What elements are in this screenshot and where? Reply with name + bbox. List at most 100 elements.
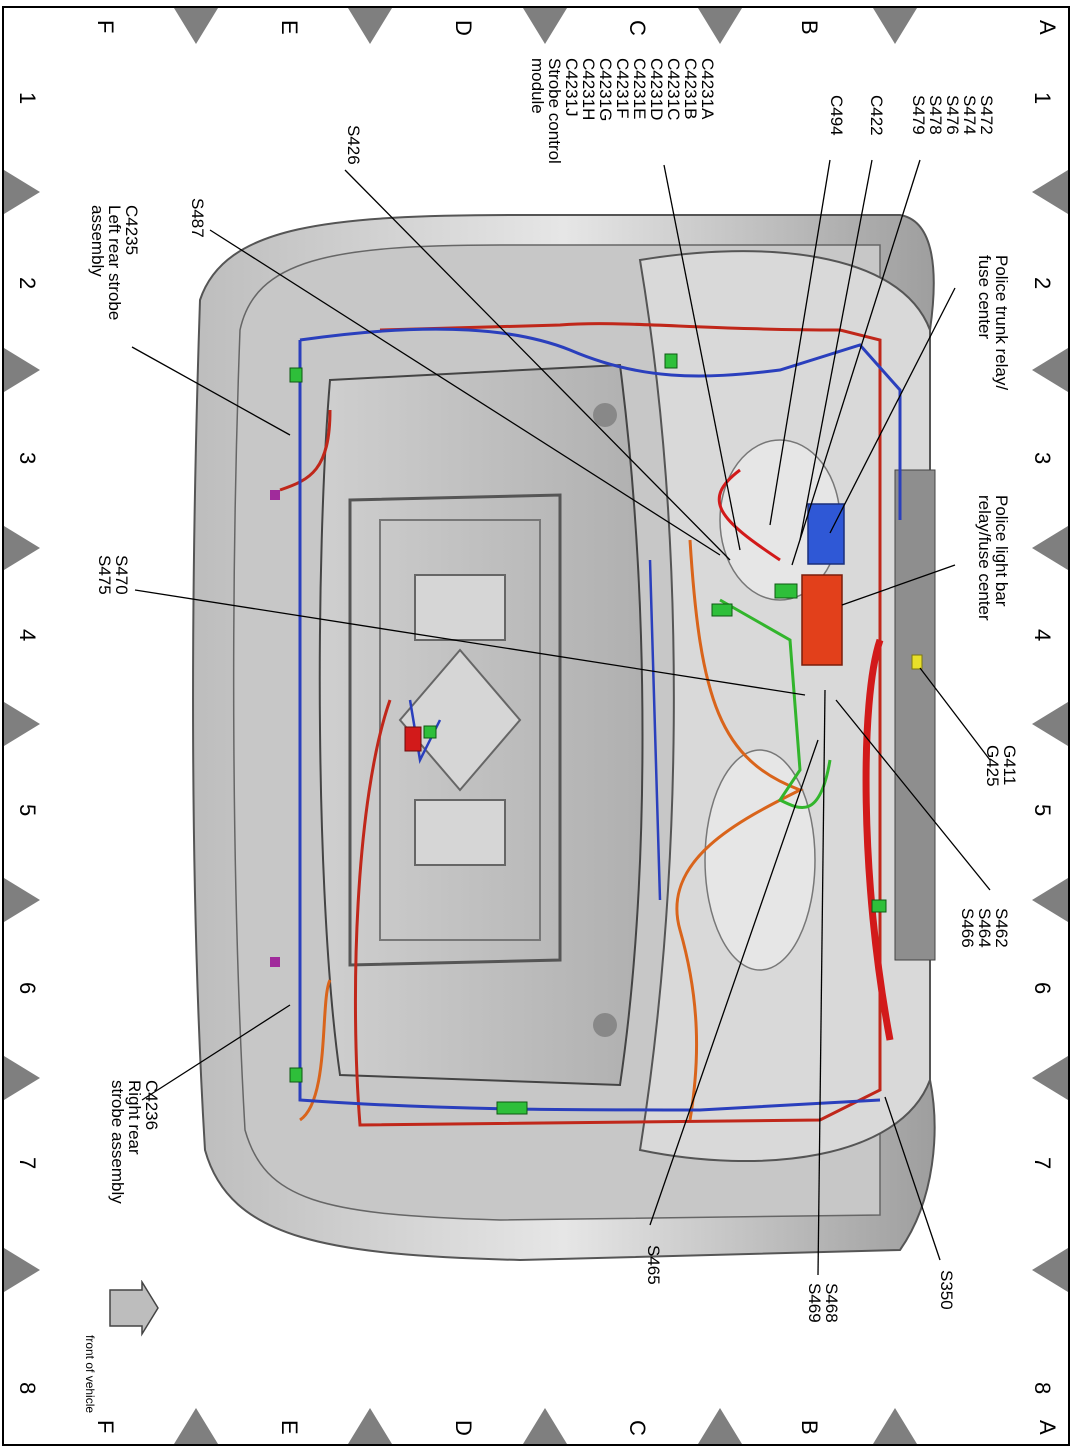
- diagram-border: [2, 6, 1070, 1446]
- grid-col-label: 8: [15, 1382, 40, 1395]
- s470-group-line: S475: [95, 555, 114, 595]
- leader-police-trunk: [829, 287, 956, 534]
- harness-red: [353, 322, 882, 1127]
- c4231-group-line: C4231J: [562, 58, 581, 117]
- c4231-group-line: C4231C: [664, 58, 683, 121]
- police-trunk-line: fuse center: [975, 255, 994, 340]
- label-s426: S426: [344, 125, 363, 165]
- leader-c422: [799, 159, 873, 541]
- grid-col-label: 2: [1030, 277, 1055, 290]
- grid-row-label: C: [625, 20, 650, 36]
- c4231-group-line: C4231F: [613, 58, 632, 119]
- label-police-trunk: Police trunk relay/fuse center: [975, 255, 1011, 391]
- border-triangle: [1032, 1056, 1068, 1100]
- border-triangle: [4, 878, 40, 922]
- border-triangle: [348, 1408, 392, 1444]
- c4236-group-line: Right rear: [125, 1080, 144, 1155]
- c4236-group-line: strobe assembly: [108, 1080, 127, 1204]
- c4231-group-line: C4231G: [596, 58, 615, 122]
- border-triangle: [1032, 526, 1068, 570]
- leader-c4231: [663, 164, 741, 551]
- grid-col-label: 7: [1030, 1157, 1055, 1170]
- grid-row-label: B: [797, 20, 822, 35]
- border-triangle: [1032, 170, 1068, 214]
- police-light-line: relay/fuse center: [975, 495, 994, 621]
- grid-row-label: A: [1035, 20, 1060, 35]
- s472-group-line: S474: [960, 95, 979, 135]
- border-triangle: [1032, 1248, 1068, 1292]
- police-trunk-line: Police trunk relay/: [992, 255, 1011, 391]
- border-triangle: [4, 1056, 40, 1100]
- c4231-group-line: Strobe control: [545, 58, 564, 164]
- front-of-vehicle-arrow-icon: [109, 1280, 159, 1337]
- label-s350: S350: [937, 1270, 956, 1310]
- border-triangle: [4, 526, 40, 570]
- border-triangle: [174, 8, 218, 44]
- c4231-group-line: module: [528, 58, 547, 114]
- grid-col-label: 4: [1030, 629, 1055, 642]
- grid-row-label: B: [797, 1420, 822, 1435]
- label-s465: S465: [644, 1245, 663, 1285]
- grid-col-label: 1: [1030, 92, 1055, 105]
- border-triangle: [348, 8, 392, 44]
- s472-group-line: S479: [909, 95, 928, 135]
- leader-g411: [919, 667, 991, 761]
- leader-s468: [817, 689, 826, 1276]
- s472-group-line: S472: [977, 95, 996, 135]
- border-triangle: [523, 1408, 567, 1444]
- border-triangle: [4, 702, 40, 746]
- c4235-group-line: C4235: [122, 205, 141, 256]
- harness-orange: [675, 539, 804, 1121]
- border-triangle: [1032, 878, 1068, 922]
- c4231-group-line: C4231D: [647, 58, 666, 121]
- leader-s462: [835, 699, 991, 891]
- grid-row-label: D: [451, 1420, 476, 1436]
- label-c494: C494: [827, 95, 846, 136]
- border-triangle: [698, 8, 742, 44]
- grid-row-label: C: [625, 1420, 650, 1436]
- grid-col-label: 2: [15, 277, 40, 290]
- border-triangle: [873, 1408, 917, 1444]
- police-light-bar-relay-fuse-center: [801, 574, 843, 666]
- g411-group-line: G425: [983, 745, 1002, 787]
- s472-group-line: S476: [943, 95, 962, 135]
- leader-s472: [791, 159, 921, 566]
- border-triangle: [174, 1408, 218, 1444]
- s468-group-line: S469: [805, 1283, 824, 1323]
- grid-col-label: 6: [15, 982, 40, 995]
- leader-s470: [134, 589, 806, 696]
- border-triangle: [698, 1408, 742, 1444]
- grid-col-label: 8: [1030, 1382, 1055, 1395]
- grid-col-label: 3: [1030, 452, 1055, 465]
- grid-row-label: F: [93, 1420, 118, 1434]
- grid-col-label: 5: [15, 804, 40, 817]
- grid-row-label: E: [277, 20, 302, 35]
- grid-row-label: F: [93, 20, 118, 34]
- harness-green: [719, 598, 832, 810]
- border-triangle: [523, 8, 567, 44]
- c4235-group-line: Left rear strobe: [105, 205, 124, 321]
- c4231-group-line: C4231E: [630, 58, 649, 120]
- grid-col-label: 3: [15, 452, 40, 465]
- leader-police-light: [841, 564, 956, 606]
- c4231-group-line: C4231B: [681, 58, 700, 120]
- s470-group-line: S470: [112, 555, 131, 595]
- grid-row-label: A: [1035, 1420, 1060, 1435]
- c4236-group-line: C4236: [142, 1080, 161, 1131]
- border-triangle: [873, 8, 917, 44]
- leader-s487: [209, 229, 721, 556]
- police-light-line: Police light bar: [992, 495, 1011, 607]
- front-of-vehicle-label: front of vehicle: [83, 1335, 97, 1414]
- border-triangle: [1032, 702, 1068, 746]
